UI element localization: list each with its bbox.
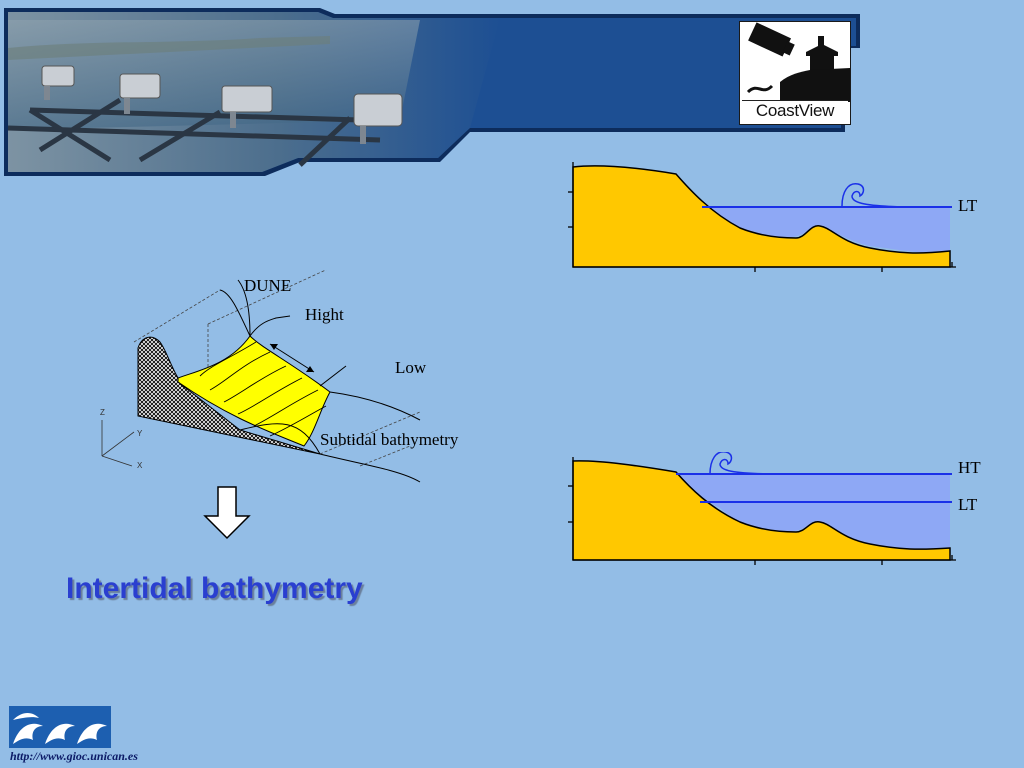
profile-low-tide [568, 162, 956, 272]
footer-url-link[interactable]: http://www.gioc.unican.es [10, 749, 138, 763]
caption-intertidal-bathymetry: Intertidal bathymetry [66, 572, 363, 605]
profile-high-tide [568, 452, 956, 565]
water-level-label: LT [958, 495, 978, 514]
axis-x-label: X [137, 461, 143, 470]
water-level-label: HT [958, 458, 981, 477]
beach-3d-diagram [101, 270, 421, 483]
label-low: Low [395, 358, 427, 377]
gioc-logo [9, 706, 111, 748]
label-hight: Hight [305, 305, 344, 324]
label-subtidal-bathymetry: Subtidal bathymetry [320, 430, 459, 449]
water-level-label: LT [958, 196, 978, 215]
camera-rig [7, 97, 381, 167]
header-banner [4, 8, 860, 176]
axis-z-label: Z [100, 408, 105, 417]
label-dune: DUNE [244, 276, 292, 295]
down-arrow-icon [203, 486, 251, 540]
coastview-logo: CoastView [739, 21, 851, 125]
coastview-camera-icon [746, 22, 850, 102]
wave-logo-icon [13, 713, 107, 744]
coastview-logo-text: CoastView [742, 100, 848, 121]
camera-icon [41, 65, 403, 127]
axis-y-label: Y [137, 429, 143, 438]
